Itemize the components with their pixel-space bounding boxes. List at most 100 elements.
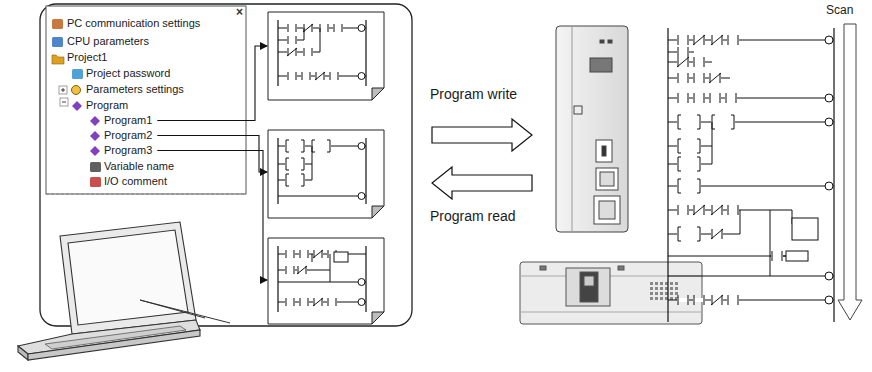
ladder-wire: [308, 250, 309, 258]
ladder-wire: [668, 40, 834, 41]
contact-gap: [693, 298, 705, 302]
callout-line: [140, 300, 230, 323]
terminal-dot: [670, 292, 673, 295]
ladder-wire: [710, 93, 711, 103]
ladder-wire: [286, 266, 287, 274]
function-block: [678, 179, 700, 193]
contact-gap: [709, 96, 721, 100]
ladder-wire: [328, 298, 329, 306]
terminal-dot: [655, 292, 658, 295]
tree-item: Program1: [104, 114, 152, 127]
ladder-wire: [728, 205, 729, 215]
ladder-wire: [330, 254, 331, 282]
ladder-wire: [302, 72, 303, 80]
block-gap: [285, 162, 305, 166]
ladder-wire: [288, 36, 289, 44]
terminal-dot: [670, 282, 673, 285]
page-fold: [372, 206, 384, 218]
ladder-wire: [678, 93, 679, 103]
ladder-wire: [833, 28, 834, 322]
write-arrow: [432, 119, 532, 151]
ladder-wire: [711, 229, 723, 239]
program-sheet: [268, 12, 384, 100]
tree-item: I/O comment: [104, 175, 167, 188]
contact-gap: [727, 208, 739, 212]
ladder-wire: [688, 295, 689, 305]
ladder-wire: [677, 57, 689, 67]
ladder-wire: [278, 196, 366, 197]
ladder-wire: [286, 250, 287, 258]
block-gap: [677, 162, 701, 166]
instruction-box: [792, 218, 818, 240]
ladder-wire: [294, 298, 295, 306]
collapse-box: [60, 98, 68, 106]
ladder-wire: [772, 251, 773, 261]
contact-gap: [727, 38, 739, 42]
tree-item: Parameters settings: [86, 83, 184, 96]
block-gap: [677, 144, 701, 148]
page-fold: [372, 88, 384, 100]
contact-gap: [677, 208, 689, 212]
ladder-wire: [304, 28, 305, 40]
terminal-dot: [650, 297, 653, 300]
terminal-dot: [655, 282, 658, 285]
ladder-wire: [294, 266, 295, 274]
terminal-dot: [655, 297, 658, 300]
ladder-wire: [312, 146, 313, 180]
ladder-wire: [312, 48, 313, 56]
ladder-wire: [694, 295, 695, 305]
contact-gap: [677, 50, 689, 54]
plc-module: [556, 26, 628, 232]
ladder-wire: [62, 102, 66, 103]
function-block: [312, 140, 330, 152]
tree-icon: [72, 69, 83, 79]
function-block: [712, 115, 734, 129]
ladder-wire: [338, 72, 339, 80]
tree-icon: [90, 177, 101, 187]
ladder-wire: [782, 251, 783, 261]
folder-icon: [52, 55, 64, 64]
contact-gap: [693, 76, 705, 80]
ladder-wire: [668, 300, 834, 301]
expand-box: [59, 86, 67, 94]
function-block: [678, 139, 700, 153]
close-button: ×: [236, 6, 243, 19]
ladder-wire: [678, 47, 679, 57]
ladder-wire: [693, 205, 705, 215]
ladder-wire: [711, 295, 723, 305]
tree-item: Project1: [67, 51, 107, 64]
ladder-wire: [296, 24, 297, 32]
coil-symbol: [825, 118, 833, 126]
tree-item: Project password: [86, 67, 170, 80]
contact-gap: [677, 298, 689, 302]
function-block: [286, 140, 304, 152]
terminal-dot: [670, 287, 673, 290]
block-gap: [311, 144, 331, 148]
program-sheet: [268, 238, 384, 324]
editor-panel: [40, 4, 412, 326]
ladder-program: [278, 246, 366, 312]
block-gap: [711, 120, 735, 124]
coil-symbol: [825, 36, 833, 44]
contact-gap: [727, 298, 739, 302]
ladder-wire: [286, 298, 287, 306]
ladder-wire: [678, 205, 679, 215]
ladder-wire: [278, 282, 366, 283]
function-block: [678, 227, 700, 241]
ladder-wire: [312, 254, 313, 262]
ladder-wire: [728, 35, 729, 45]
ladder-wire: [297, 266, 307, 274]
coil-symbol: [825, 182, 833, 190]
ladder-wire: [740, 210, 741, 234]
ladder-wire: [694, 73, 695, 83]
ladder-wire: [668, 276, 834, 277]
terminal-dot: [660, 282, 663, 285]
ladder-wire: [304, 48, 305, 56]
instruction-box: [334, 252, 348, 262]
tree-icon: [90, 162, 101, 172]
tree-item: Program3: [104, 144, 152, 157]
ladder-wire: [693, 35, 705, 45]
ladder-wire: [328, 250, 329, 258]
terminal-dot: [660, 297, 663, 300]
